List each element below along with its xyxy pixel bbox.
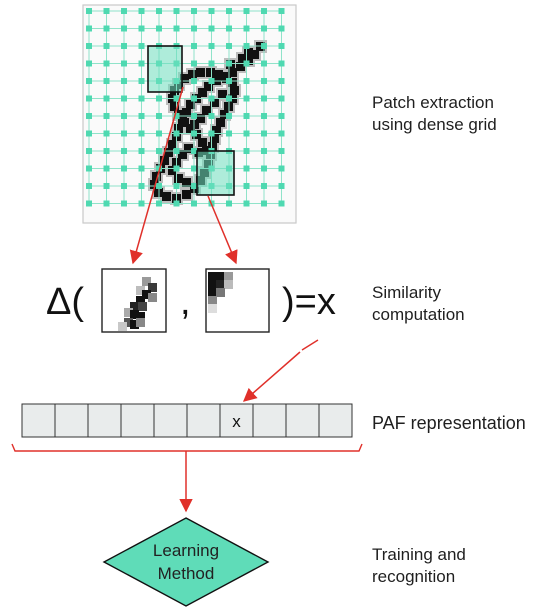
- vector-cell: [285, 403, 320, 438]
- vector-cell: [318, 403, 353, 438]
- vector-cell: [153, 403, 188, 438]
- paf-vector: x: [21, 403, 353, 438]
- formula-comma: ,: [180, 281, 191, 323]
- vector-cell: [186, 403, 221, 438]
- vector-cell: [120, 403, 155, 438]
- label-training: Training and recognition: [372, 545, 466, 586]
- patch-box-1: [147, 45, 183, 93]
- vector-cell-value: x: [232, 412, 241, 431]
- patch-box-2: [196, 150, 235, 196]
- arrow-to-cell: [242, 351, 301, 402]
- arrow-patch2: [207, 195, 238, 265]
- vector-brace: [11, 443, 363, 452]
- patch-thumbnail-2: [205, 268, 270, 333]
- digit-image-panel: [82, 4, 297, 224]
- vector-cell: [219, 403, 254, 438]
- diamond-line-1: Learning: [153, 541, 219, 560]
- arrow-patch1: [129, 86, 184, 265]
- diamond-line-2: Method: [158, 564, 215, 583]
- vector-cell: [54, 403, 89, 438]
- vector-cell: [87, 403, 122, 438]
- arrow-similarity-to-vector: [301, 339, 319, 351]
- delta-symbol: Δ(: [46, 281, 84, 323]
- label-paf-representation: PAF representation: [372, 413, 526, 433]
- grid-points: [86, 8, 285, 207]
- formula-result: )=x: [282, 281, 336, 323]
- label-patch-extraction: Patch extraction using dense grid: [372, 93, 497, 134]
- patch-thumbnail-1: [101, 268, 167, 333]
- vector-cell: [21, 403, 56, 438]
- label-similarity: Similarity computation: [372, 283, 465, 324]
- vector-cell: [252, 403, 287, 438]
- learning-method-diamond: [102, 517, 270, 607]
